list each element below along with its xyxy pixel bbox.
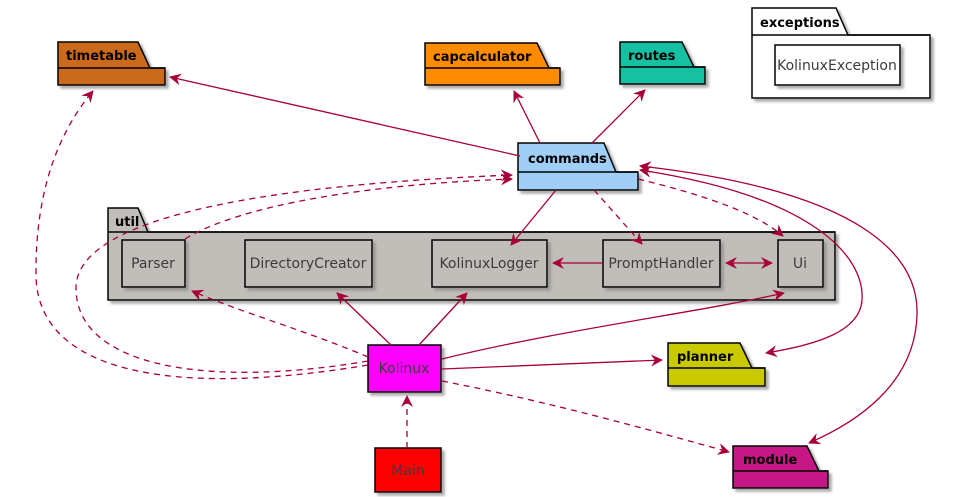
edge-kolinux-to-kolinuxlogger (418, 292, 468, 346)
package-timetable-label: timetable (66, 49, 137, 64)
class-prompt-handler-label: PromptHandler (608, 256, 714, 272)
class-kolinux: Kolinux (367, 344, 442, 393)
class-parser-label: Parser (131, 256, 175, 272)
edge-kolinux-to-timetable (35, 90, 369, 380)
package-commands-label: commands (528, 152, 607, 167)
edge-kolinux-to-parser (191, 289, 369, 358)
edge-commands-to-capcalculator (513, 90, 541, 144)
package-capcalculator: capcalculator (424, 42, 561, 86)
class-ui: Ui (777, 239, 824, 288)
package-planner: planner (667, 342, 766, 387)
class-kolinux-logger: KolinuxLogger (431, 239, 548, 288)
edge-commands-to-timetable (169, 73, 521, 157)
edge-commands-to-prompthandler (593, 189, 643, 245)
class-kolinux-label: Kolinux (379, 361, 430, 377)
class-directory-creator: DirectoryCreator (244, 239, 373, 288)
edge-commands-module-bidirectional (639, 161, 918, 445)
edge-kolinux-to-module (441, 380, 730, 455)
package-timetable: timetable (57, 41, 166, 86)
edge-commands-to-routes (591, 89, 646, 144)
class-main: Main (374, 447, 442, 493)
package-exceptions-label: exceptions (760, 16, 840, 31)
edge-commands-to-ui (637, 178, 784, 237)
edge-commands-to-kolinuxlogger (510, 189, 557, 246)
class-directory-creator-label: DirectoryCreator (250, 256, 367, 272)
class-kolinux-exception-label: KolinuxException (777, 58, 897, 74)
class-kolinux-logger-label: KolinuxLogger (439, 256, 538, 272)
package-planner-label: planner (677, 350, 734, 365)
class-main-label: Main (391, 463, 424, 479)
package-routes: routes (619, 41, 706, 85)
edge-parser-to-commands (184, 173, 513, 240)
package-util-label: util (115, 215, 139, 230)
package-module-label: module (743, 453, 797, 468)
package-commands: commands (517, 142, 639, 191)
package-module: module (732, 445, 829, 489)
class-prompt-handler: PromptHandler (602, 239, 721, 288)
class-kolinux-exception: KolinuxException (774, 44, 901, 86)
class-parser: Parser (121, 239, 186, 288)
class-ui-label: Ui (793, 256, 807, 272)
package-capcalculator-label: capcalculator (433, 50, 532, 65)
edge-kolinux-to-directorycreator (336, 292, 392, 346)
edge-kolinux-to-planner (441, 354, 663, 370)
package-routes-label: routes (628, 49, 676, 64)
